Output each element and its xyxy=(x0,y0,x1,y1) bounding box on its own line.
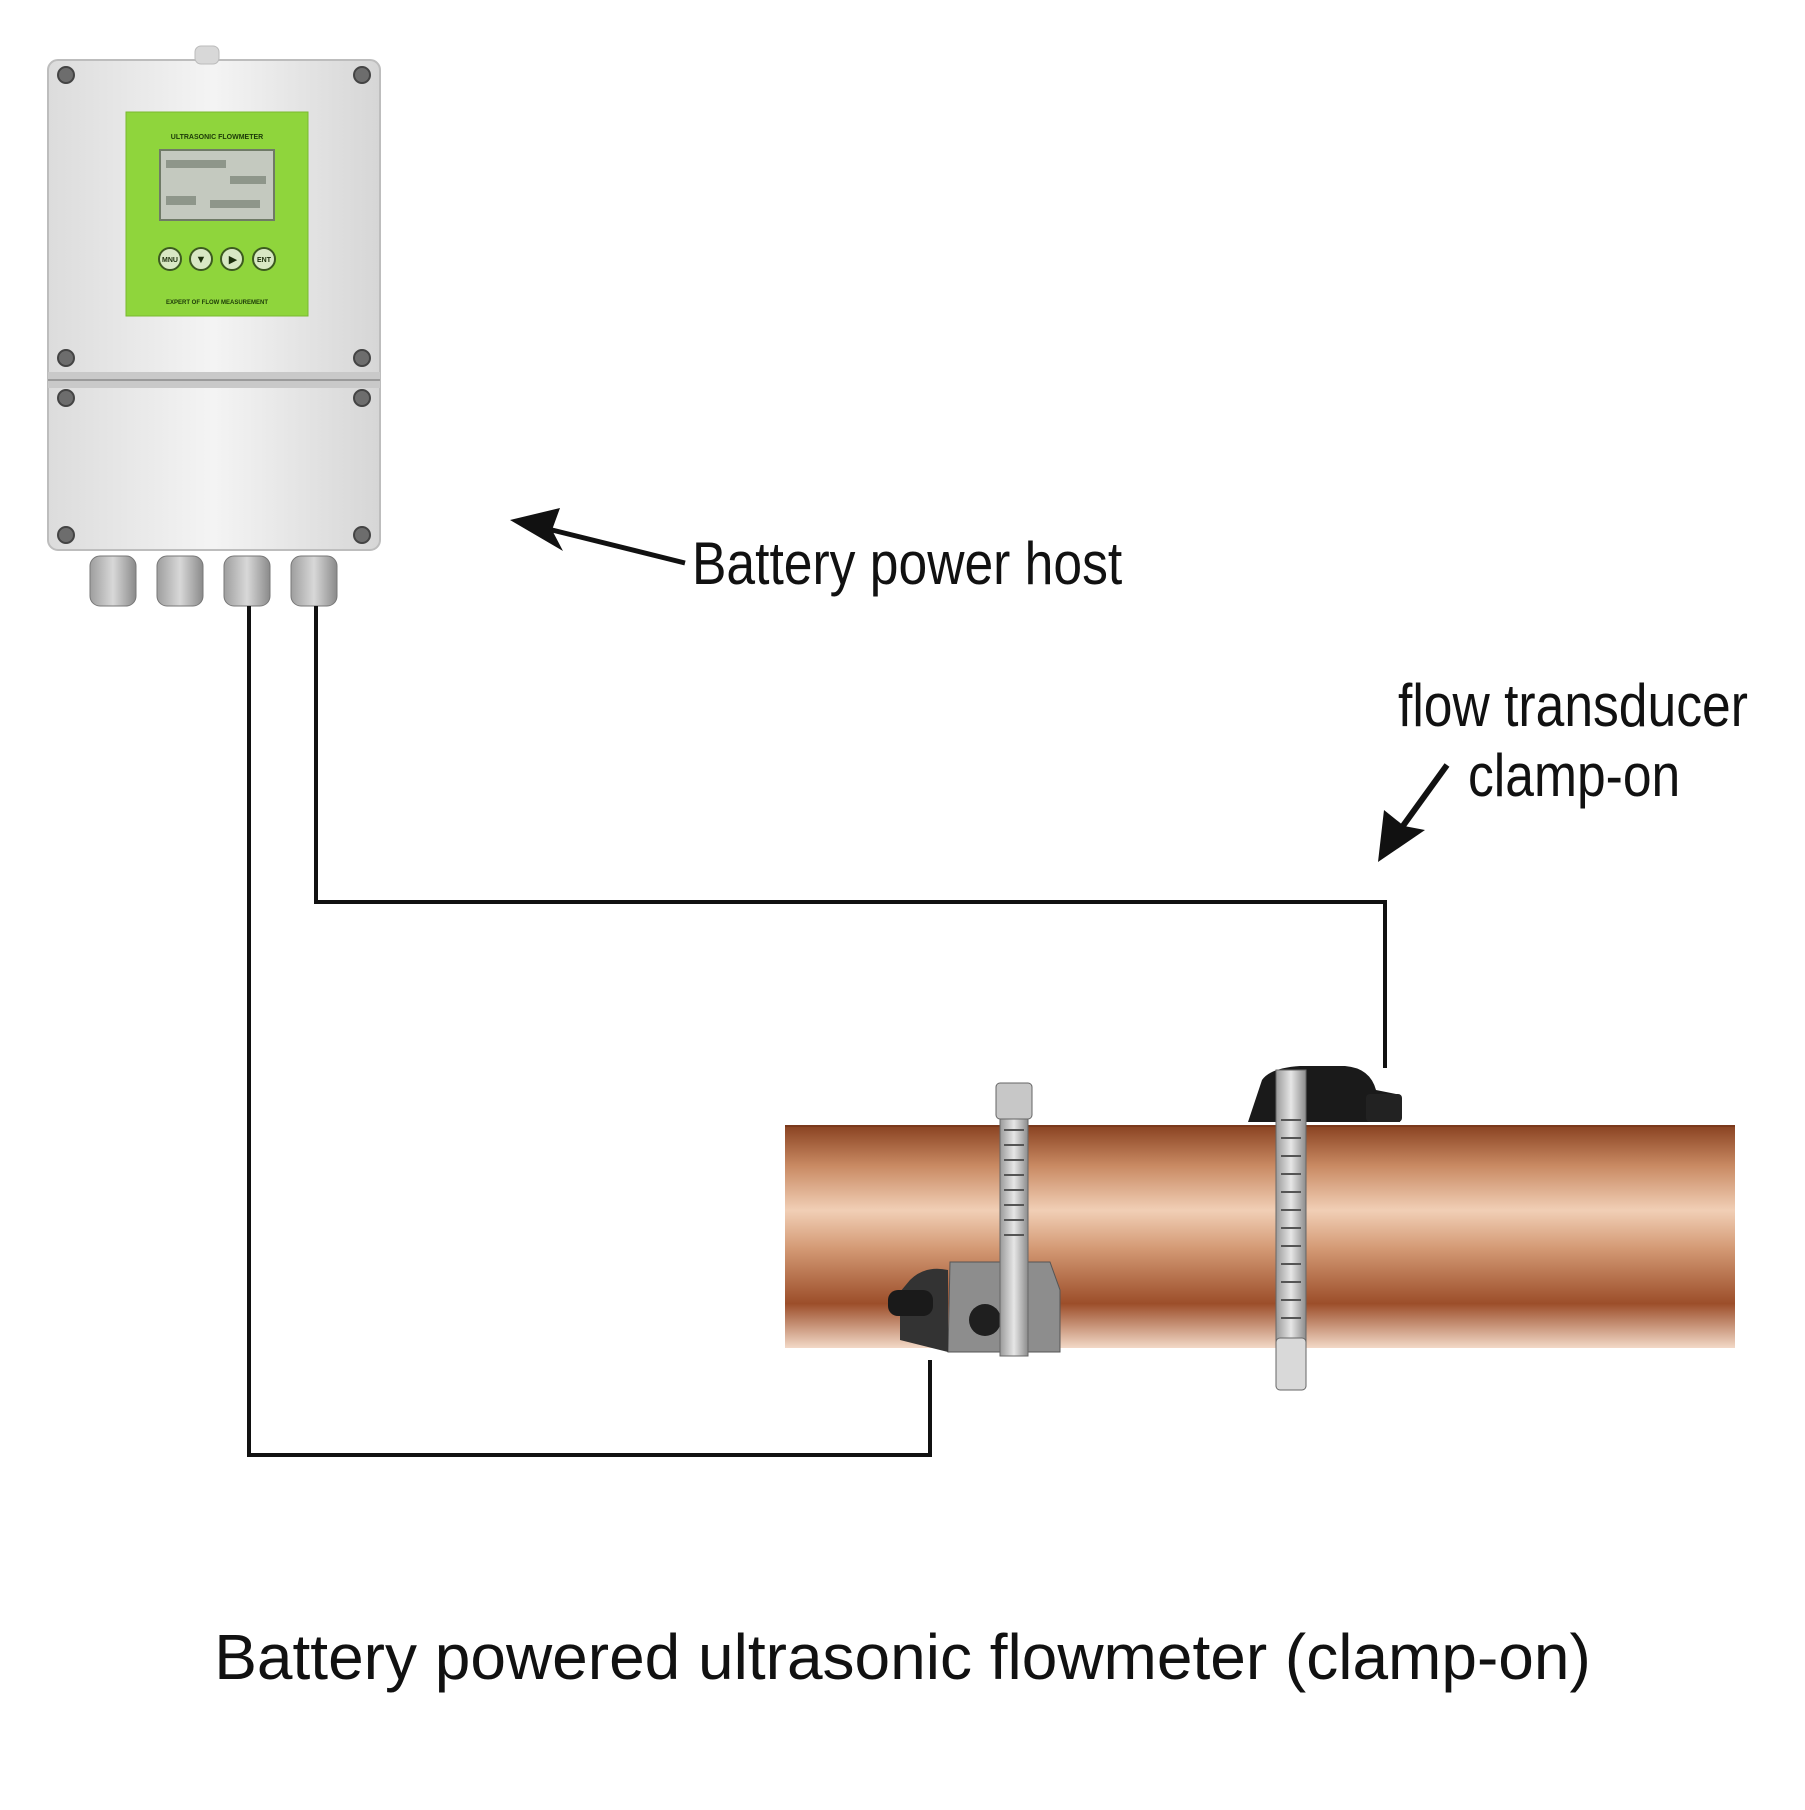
panel-title: ULTRASONIC FLOWMETER xyxy=(171,134,263,141)
figure-caption: Battery powered ultrasonic flowmeter (cl… xyxy=(214,1621,1591,1693)
clamp-right xyxy=(1275,1069,1307,1391)
svg-text:ENT: ENT xyxy=(257,257,272,264)
wire-downstream xyxy=(314,606,1387,1068)
screws xyxy=(57,66,371,544)
svg-text:MNU: MNU xyxy=(162,257,178,264)
arrow-left-icon xyxy=(510,508,686,566)
label-flow-transducer: flow transducer xyxy=(1398,672,1748,739)
lcd-segments xyxy=(166,160,266,208)
arrow-down-left-icon xyxy=(1378,763,1450,862)
panel-footer: EXPERT OF FLOW MEASUREMENT xyxy=(166,300,268,306)
cable-glands xyxy=(89,555,338,607)
transducer-bottom xyxy=(888,1261,1061,1353)
transducer-top xyxy=(1248,1066,1402,1122)
wires xyxy=(247,606,1387,1457)
front-panel: ULTRASONIC FLOWMETER MNU ▼ ▶ E xyxy=(125,111,309,317)
keypad: MNU ▼ ▶ ENT xyxy=(158,247,276,271)
key-right[interactable]: ▶ xyxy=(220,247,244,271)
svg-text:▼: ▼ xyxy=(196,254,207,266)
label-battery-power-host: Battery power host xyxy=(692,530,1123,597)
key-down[interactable]: ▼ xyxy=(189,247,213,271)
label-clamp-on: clamp-on xyxy=(1468,742,1681,809)
key-menu[interactable]: MNU xyxy=(158,247,182,271)
svg-text:▶: ▶ xyxy=(229,254,238,266)
clamp-left xyxy=(995,1082,1033,1357)
key-enter[interactable]: ENT xyxy=(252,247,276,271)
wire-upstream xyxy=(247,606,932,1457)
